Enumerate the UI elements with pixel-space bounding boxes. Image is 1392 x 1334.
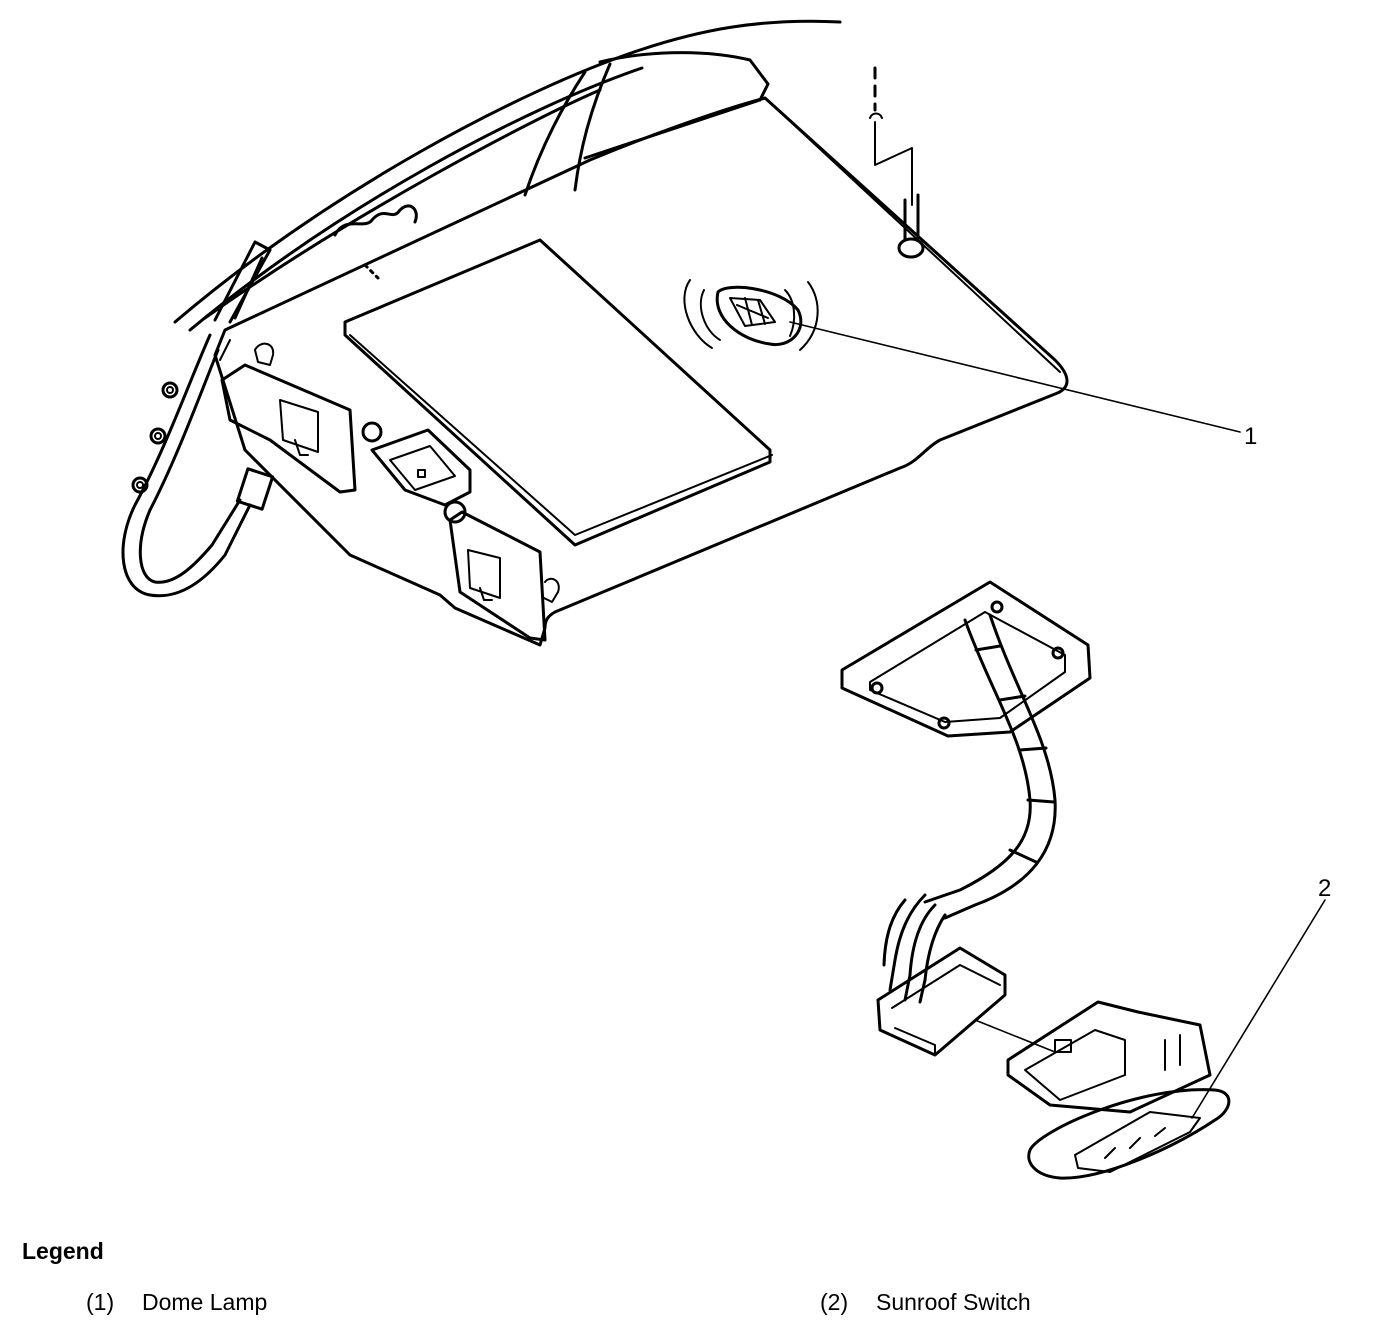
callout-1-label: 1	[1244, 423, 1257, 450]
legend-item-text: Sunroof Switch	[876, 1289, 1031, 1315]
headliner-exploded-diagram: 1 2	[121, 19, 1331, 1180]
center-bracket	[370, 428, 472, 507]
legend-item-number: (2)	[820, 1289, 849, 1315]
retainer-clip	[869, 66, 925, 259]
left-visor-bracket	[220, 342, 383, 494]
rear-bracket	[333, 204, 418, 237]
legend-title: Legend	[22, 1238, 104, 1264]
callout-2-label: 2	[1318, 875, 1331, 902]
legend-item-dome-lamp: (1) Dome Lamp	[86, 1289, 267, 1316]
legend-item-number: (1)	[86, 1289, 115, 1315]
switch-connector	[876, 946, 1007, 1057]
switch-bezel	[840, 580, 1092, 738]
left-wire-harness	[121, 333, 275, 598]
right-visor-bracket	[443, 500, 560, 642]
callout-1-leader	[789, 321, 1241, 433]
dome-lamp	[683, 279, 819, 351]
sunroof-opening	[343, 238, 772, 547]
headliner-panel	[213, 96, 1069, 647]
switch-wire-harness	[882, 613, 1057, 1004]
legend-item-sunroof-switch: (2) Sunroof Switch	[820, 1289, 1031, 1316]
legend-item-text: Dome Lamp	[142, 1289, 268, 1315]
callout-2-leader	[1191, 899, 1326, 1119]
sunroof-switch	[1006, 1000, 1231, 1180]
roof-outline	[173, 19, 842, 332]
